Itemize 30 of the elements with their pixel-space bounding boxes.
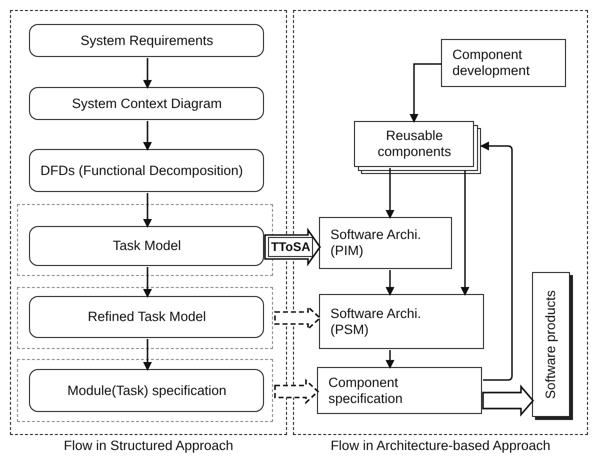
process-box: Software Archi. (PSM) [319, 294, 484, 350]
dashed-block-arrow [274, 305, 322, 331]
arrow [386, 350, 394, 369]
arrow [143, 58, 152, 89]
arrow [143, 193, 152, 228]
dashed-block-arrow [274, 378, 320, 404]
process-box: Module(Task) specification [29, 369, 264, 412]
vertical-box: Software products [532, 272, 570, 418]
arrow [410, 63, 442, 123]
panel-caption: Flow in Architecture-based Approach [330, 438, 552, 454]
dashed-band [17, 359, 274, 422]
process-box: System Context Diagram [29, 87, 264, 120]
process-box: Task Model [29, 226, 264, 266]
block-arrow [482, 384, 534, 417]
arrow [386, 168, 394, 219]
process-box: DFDs (Functional Decomposition) [29, 149, 264, 192]
arrow [460, 170, 470, 296]
edge-label: TToSA [268, 237, 314, 257]
dashed-band [17, 287, 274, 350]
process-box: Component specification [317, 367, 482, 414]
arrow [143, 339, 152, 371]
arrow [143, 121, 152, 151]
process-box: System Requirements [29, 24, 264, 58]
arrow [386, 270, 394, 296]
process-box: Software Archi. (PIM) [319, 217, 452, 270]
arrow [480, 142, 513, 381]
process-box: Component development [441, 39, 566, 88]
arrow [143, 267, 152, 298]
panel-caption: Flow in Structured Approach [62, 438, 234, 454]
process-box: Refined Task Model [29, 296, 264, 338]
